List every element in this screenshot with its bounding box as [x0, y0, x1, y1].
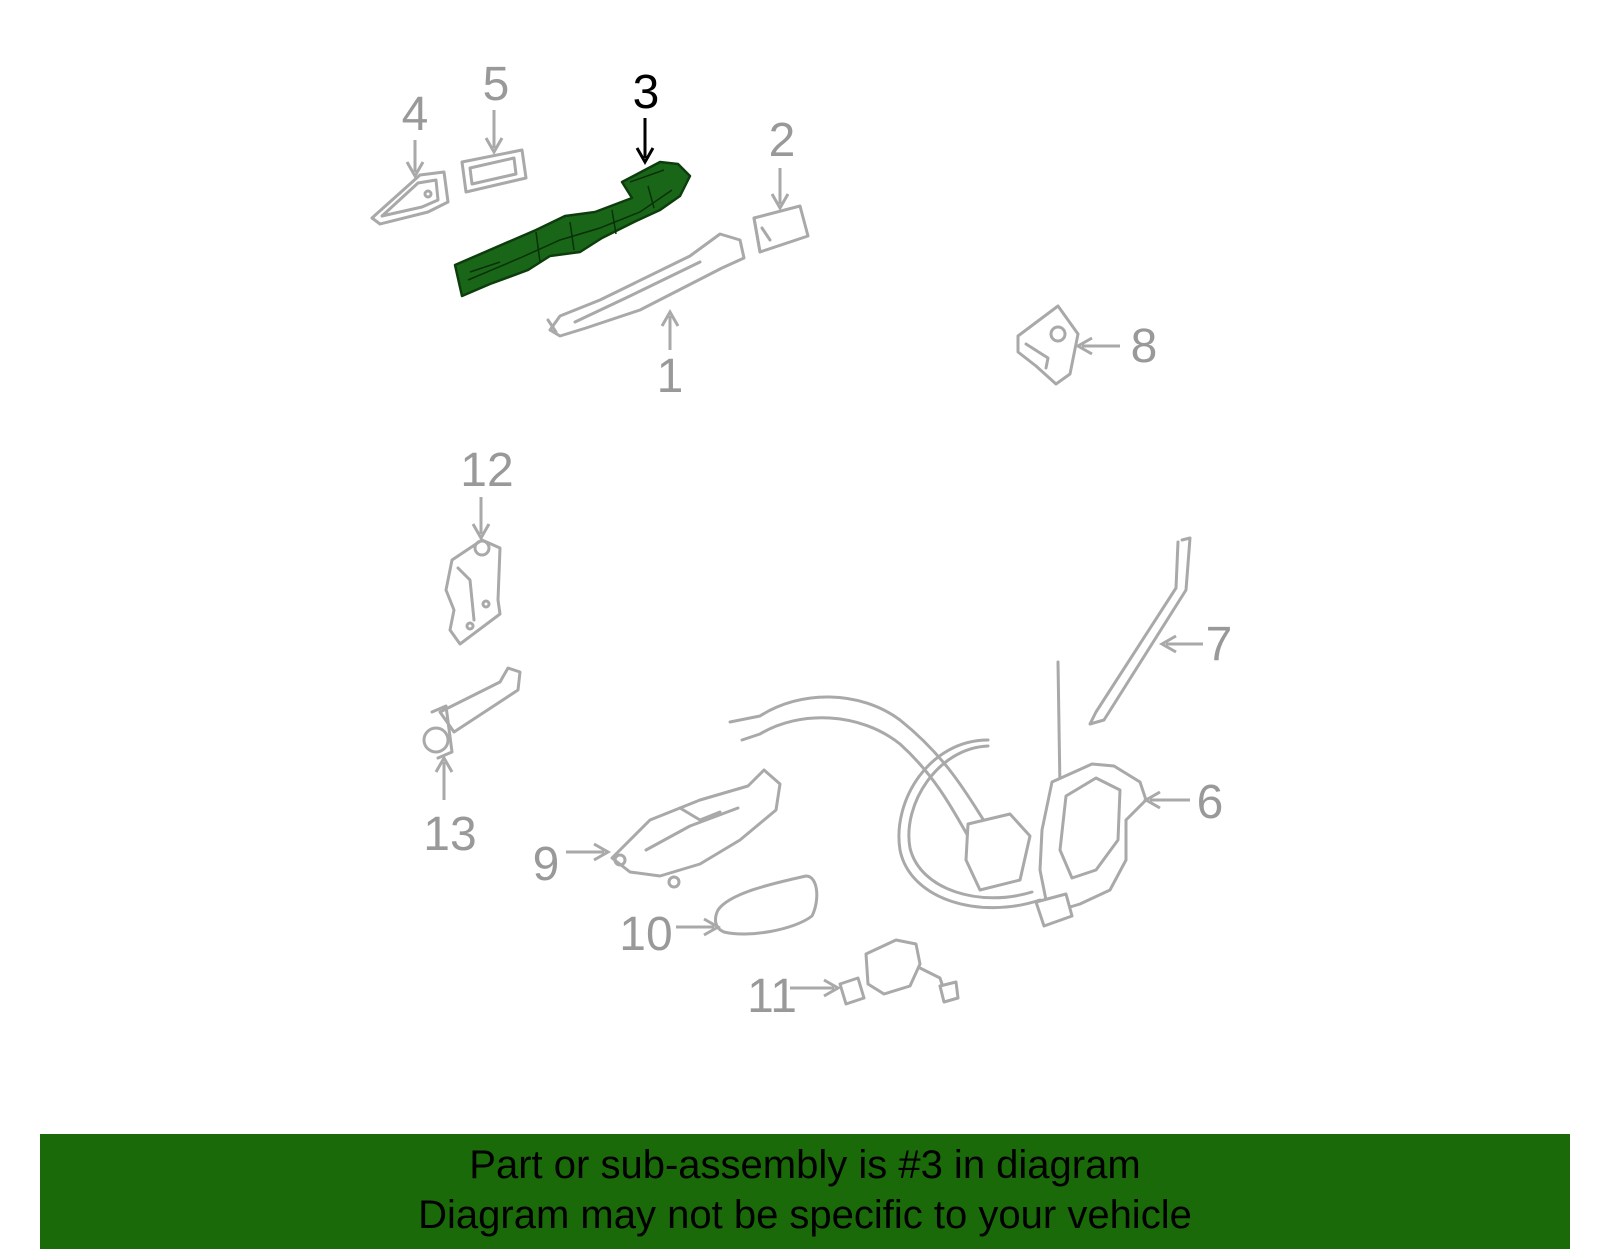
banner-line-2: Diagram may not be specific to your vehi… [418, 1193, 1192, 1237]
callout-9: 9 [533, 838, 560, 891]
part-4-escutcheon[interactable] [370, 170, 450, 226]
part-2-end-cap[interactable] [752, 204, 810, 254]
info-banner: Part or sub-assembly is #3 in diagram Di… [40, 1134, 1570, 1249]
part-12-hinge-bracket[interactable] [444, 538, 502, 646]
leader-lines [405, 110, 1203, 998]
banner-line-1: Part or sub-assembly is #3 in diagram [469, 1143, 1141, 1187]
part-10-bezel[interactable] [714, 874, 819, 936]
part-3-handle-bracket[interactable] [453, 160, 692, 298]
callout-6: 6 [1197, 776, 1224, 829]
part-13-door-check[interactable] [422, 666, 522, 760]
part-9-inside-handle[interactable] [610, 768, 782, 889]
callout-13: 13 [423, 808, 476, 861]
callout-8: 8 [1131, 320, 1158, 373]
callout-5: 5 [483, 58, 510, 111]
part-5-gasket[interactable] [460, 148, 528, 194]
part-6-latch-assembly[interactable] [728, 660, 1148, 928]
callout-10: 10 [619, 908, 672, 961]
callout-3: 3 [633, 66, 660, 119]
part-8-striker[interactable] [1016, 304, 1080, 386]
callout-4: 4 [402, 88, 429, 141]
callout-1: 1 [657, 350, 684, 403]
callout-12: 12 [460, 444, 513, 497]
callout-11: 11 [747, 970, 797, 1023]
callout-7: 7 [1206, 618, 1233, 671]
part-11-lock-cylinder[interactable] [838, 938, 960, 1006]
part-1-outside-handle[interactable] [546, 232, 746, 338]
callout-2: 2 [769, 114, 796, 167]
part-7-rod[interactable] [1088, 536, 1192, 726]
